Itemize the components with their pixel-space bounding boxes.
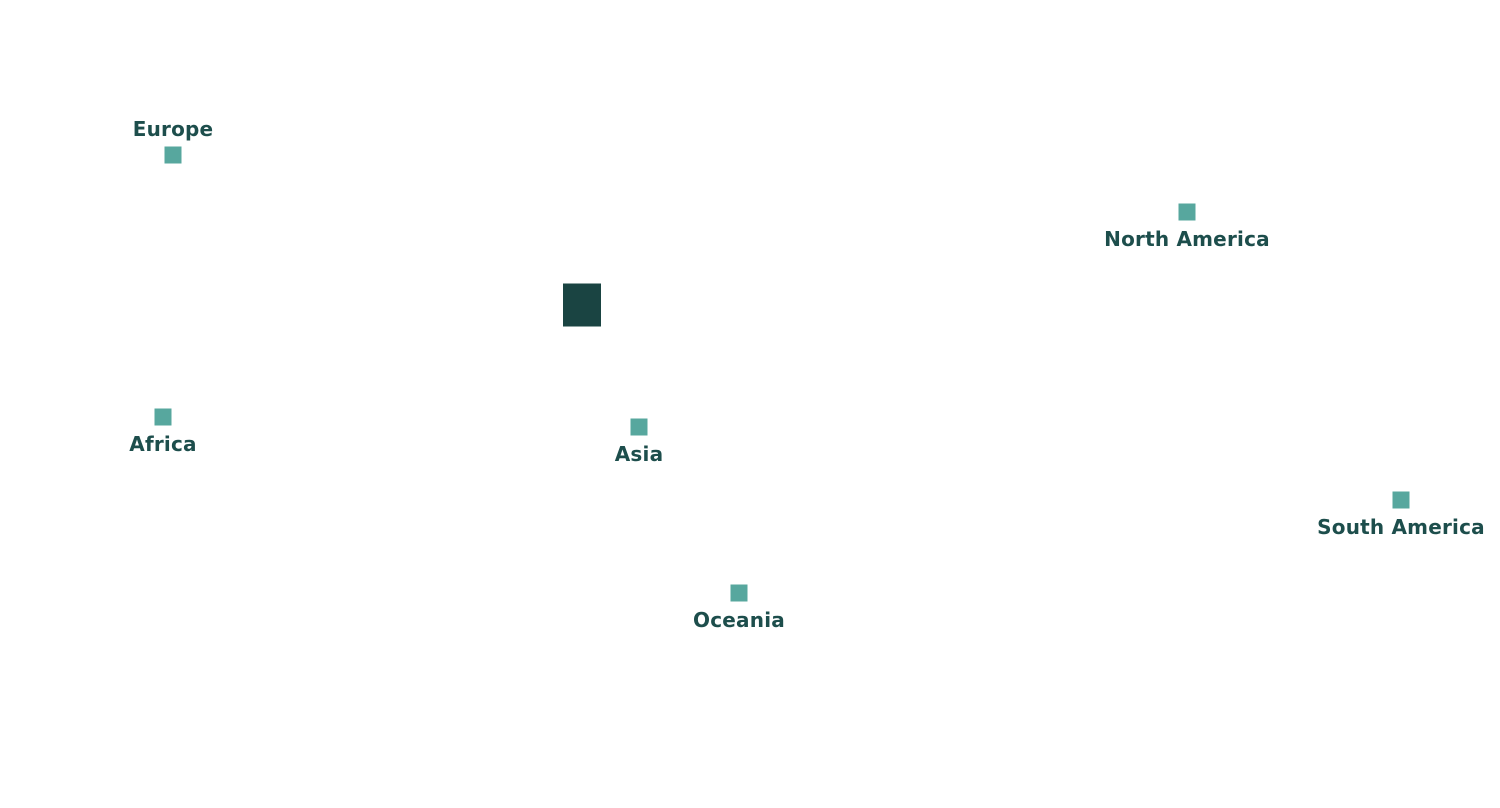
- data-point-marker-asia: [630, 418, 648, 436]
- data-point-marker-africa: [154, 408, 172, 426]
- data-point-label-south-america: South America: [1317, 514, 1485, 539]
- data-point-marker-unlabeled: [563, 283, 601, 327]
- data-point-marker-north-america: [1178, 203, 1196, 221]
- data-point-label-europe: Europe: [132, 116, 214, 141]
- data-point-marker-oceania: [730, 584, 748, 602]
- data-point-label-africa: Africa: [129, 431, 197, 456]
- data-point-marker-south-america: [1392, 491, 1410, 509]
- data-point-label-oceania: Oceania: [693, 607, 785, 632]
- data-point-label-north-america: North America: [1104, 226, 1270, 251]
- data-point-marker-europe: [164, 146, 182, 164]
- data-point-label-asia: Asia: [614, 441, 664, 466]
